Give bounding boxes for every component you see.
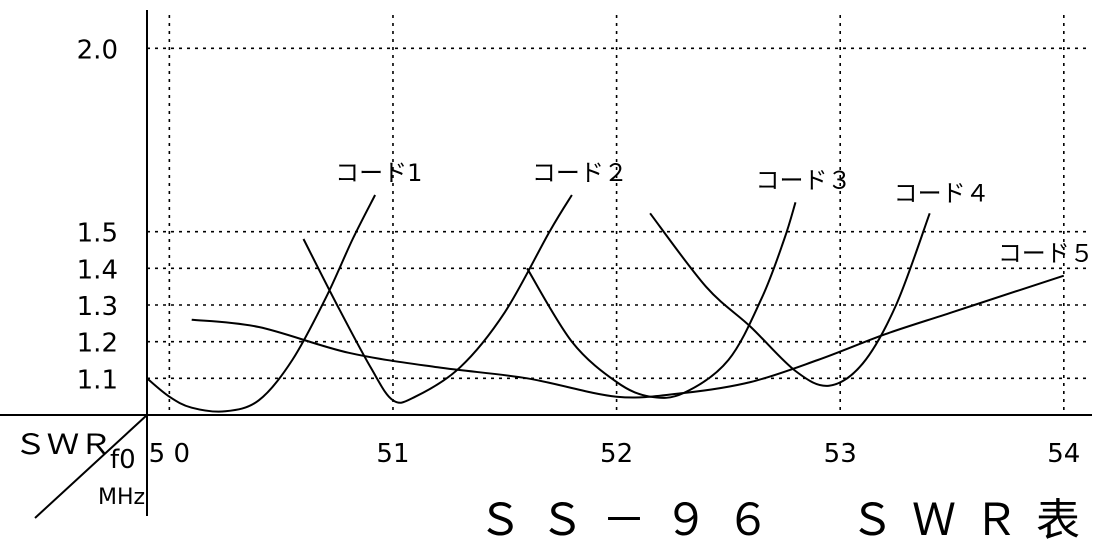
series-label-4: コード４ bbox=[894, 179, 990, 207]
series-line-4 bbox=[649, 212, 931, 387]
series-label-1: コード1 bbox=[335, 159, 422, 187]
x-tick-label: 5 0 bbox=[149, 439, 190, 469]
tick-labels: 1.1 1.2 1.3 1.4 1.5 2.0 5 0 51 52 53 54 bbox=[77, 35, 1081, 469]
y-tick-label: 1.2 bbox=[77, 329, 118, 359]
series-curves bbox=[146, 194, 1065, 413]
y-tick-label: 2.0 bbox=[77, 35, 118, 65]
y-tick-label: 1.1 bbox=[77, 365, 118, 395]
series-line-2 bbox=[302, 194, 573, 404]
series-label-2: コード２ bbox=[532, 159, 628, 187]
corner-diagonal bbox=[34, 414, 148, 519]
series-label-5: コード５ bbox=[998, 240, 1094, 268]
y-tick-label: 1.5 bbox=[77, 219, 118, 249]
series-line-1 bbox=[146, 194, 376, 413]
x-tick-label: 53 bbox=[824, 439, 857, 469]
series-labels: コード1 コード２ コード３ コード４ コード５ bbox=[335, 159, 1094, 268]
x-tick-label: 51 bbox=[376, 439, 409, 469]
x-tick-label: 52 bbox=[600, 439, 633, 469]
grid bbox=[147, 15, 1090, 415]
series-line-5 bbox=[191, 274, 1065, 399]
x-tick-label: 54 bbox=[1047, 439, 1080, 469]
y-axis-label: ＳＷＲ bbox=[14, 428, 112, 461]
x-axis-label-freq: f0 bbox=[110, 445, 136, 475]
x-axis-label-unit: MHz bbox=[98, 485, 145, 510]
y-tick-label: 1.3 bbox=[77, 292, 118, 322]
series-label-3: コード３ bbox=[755, 166, 851, 194]
y-tick-label: 1.4 bbox=[77, 255, 118, 285]
chart-title: ＳＳ－９６ ＳＷＲ表 bbox=[478, 495, 1098, 544]
axes bbox=[0, 10, 1092, 519]
